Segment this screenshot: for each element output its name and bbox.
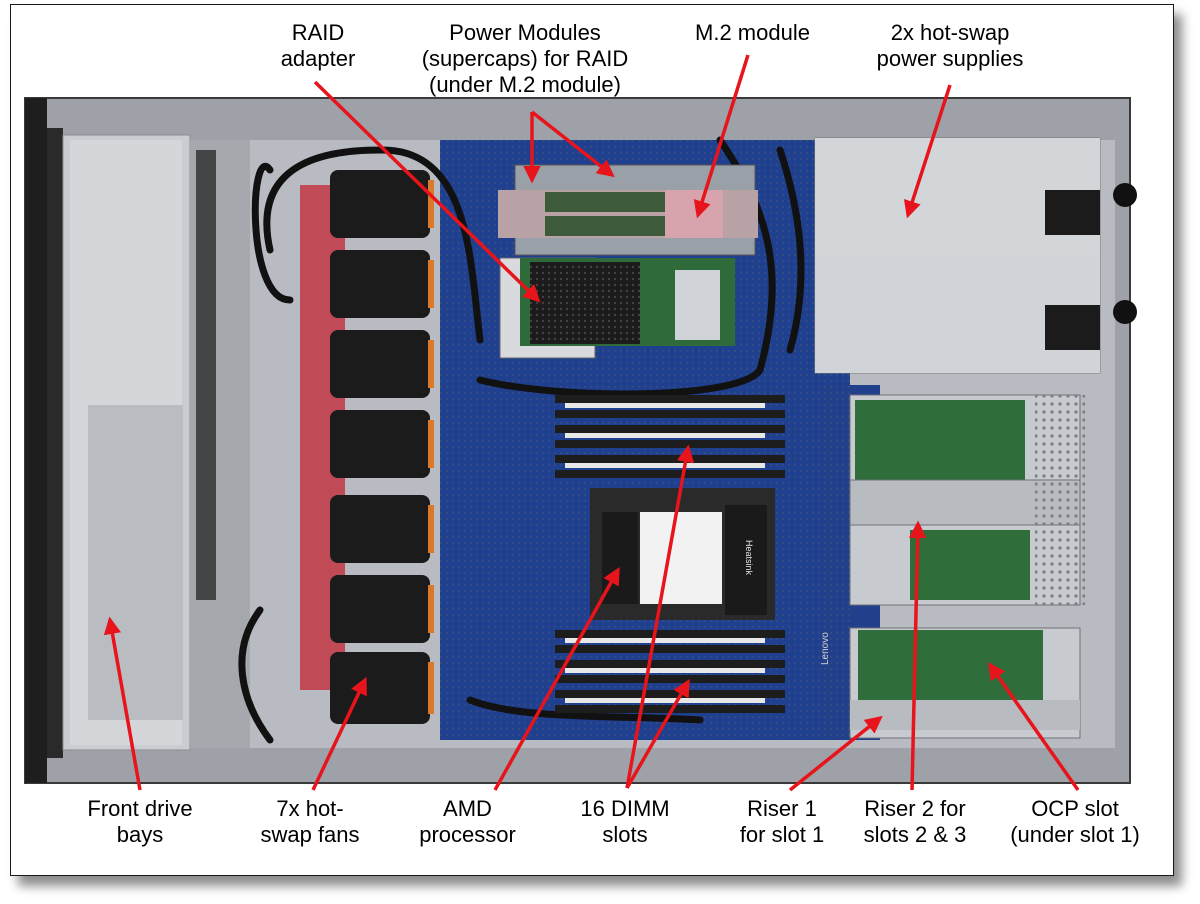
power-supplies	[814, 137, 1137, 374]
label-fans: 7x hot- swap fans	[260, 796, 360, 847]
label-riser2: Riser 2 for slots 2 & 3	[863, 796, 967, 847]
arrow-dimm-right	[625, 678, 690, 789]
dimm-slots	[555, 395, 785, 713]
arrow-riser2	[908, 520, 927, 791]
brand-text: Lenovo	[820, 632, 831, 665]
fans	[330, 170, 434, 724]
front-drive-bays	[25, 98, 250, 783]
label-front-drive-bays: Front drive bays	[87, 796, 193, 847]
label-ocp-slot: OCP slot (under slot 1)	[1010, 796, 1140, 847]
arrow-front-bays	[103, 616, 142, 791]
label-amd-processor: AMD processor	[419, 796, 516, 847]
m2-module	[498, 164, 758, 256]
raid-adapter	[499, 257, 735, 359]
label-dimm-slots: 16 DIMM slots	[580, 796, 670, 847]
callout-arrows	[103, 54, 1080, 792]
arrow-ocp	[987, 662, 1080, 792]
arrow-supercap-right	[530, 110, 615, 178]
riser-cards	[849, 394, 1085, 739]
label-power-modules: Power Modules (supercaps) for RAID (unde…	[421, 20, 629, 97]
arrow-fans	[311, 676, 367, 791]
label-riser1: Riser 1 for slot 1	[739, 796, 825, 847]
label-m2-module: M.2 module	[695, 20, 810, 45]
arrow-dimm-left	[625, 444, 695, 789]
arrow-riser1	[788, 715, 883, 792]
arrow-raid	[313, 80, 541, 303]
heatsink-text: Heatsink	[744, 540, 754, 576]
arrow-m2	[693, 54, 750, 219]
label-power-supplies: 2x hot-swap power supplies	[876, 20, 1024, 71]
label-raid-adapter: RAID adapter	[280, 20, 356, 71]
processor-heatsink	[590, 488, 775, 620]
arrow-psu	[903, 84, 952, 219]
arrow-processor	[493, 566, 620, 791]
